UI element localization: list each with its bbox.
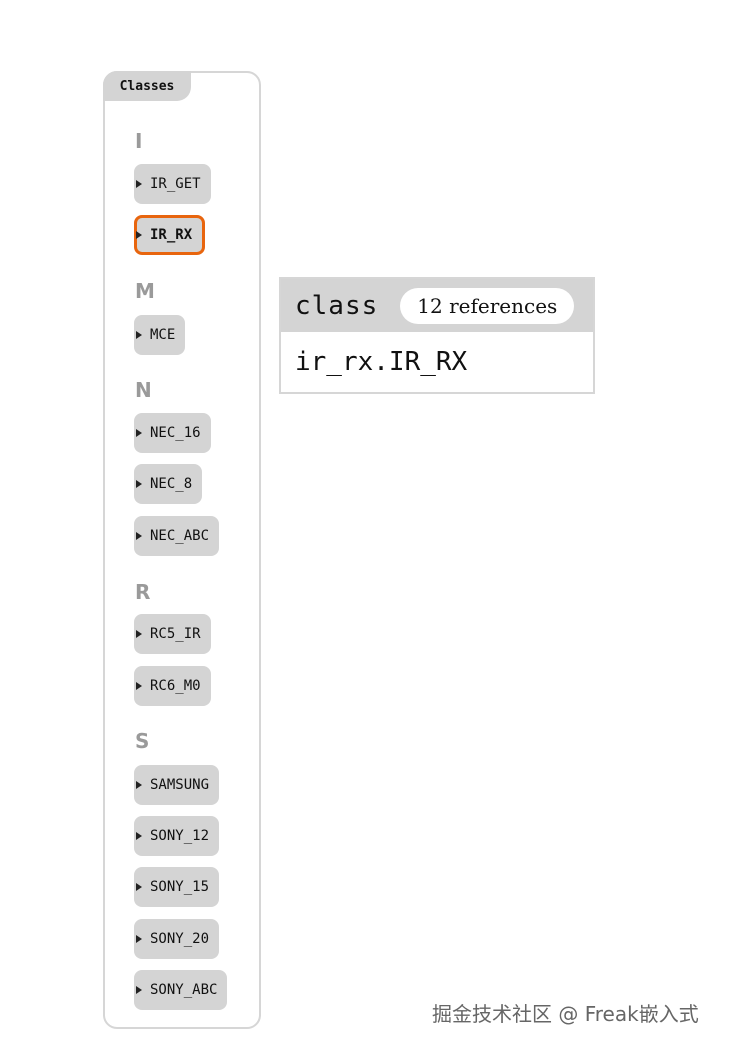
class-item-rc6-m0[interactable]: RC6_M0 — [134, 666, 211, 706]
references-badge[interactable]: 12 references — [400, 287, 575, 324]
class-item-label: SONY_ABC — [150, 982, 218, 998]
class-item-label: RC6_M0 — [150, 678, 201, 694]
classes-panel-title: Classes — [103, 71, 191, 101]
class-item-label: SONY_15 — [150, 879, 210, 895]
class-item-rc5-ir[interactable]: RC5_IR — [134, 614, 211, 654]
class-item-label: NEC_ABC — [150, 528, 210, 544]
class-item-nec-8[interactable]: NEC_8 — [134, 464, 203, 504]
expand-arrow-icon — [136, 986, 142, 994]
expand-arrow-icon — [136, 532, 142, 540]
class-item-label: MCE — [150, 327, 176, 343]
class-item-samsung[interactable]: SAMSUNG — [134, 765, 220, 805]
expand-arrow-icon — [136, 630, 142, 638]
class-detail-card: class 12 references ir_rx.IR_RX — [279, 277, 595, 394]
class-item-ir-rx[interactable]: IR_RX — [134, 215, 206, 255]
expand-arrow-icon — [136, 180, 142, 188]
group-letter-m: M — [135, 279, 155, 303]
expand-arrow-icon — [136, 682, 142, 690]
kind-label: class — [295, 290, 379, 321]
class-item-nec-16[interactable]: NEC_16 — [134, 413, 211, 453]
expand-arrow-icon — [136, 781, 142, 789]
expand-arrow-icon — [136, 331, 142, 339]
group-letter-s: S — [135, 729, 150, 753]
class-item-label: NEC_8 — [150, 476, 193, 492]
qualified-class-name: ir_rx.IR_RX — [295, 347, 468, 377]
classes-panel: Classes I IR_GET IR_RX M MCE N NEC_16 NE… — [103, 71, 261, 1029]
watermark: 掘金技术社区 @ Freak嵌入式 — [432, 1002, 699, 1026]
class-item-ir-get[interactable]: IR_GET — [134, 164, 211, 204]
class-item-nec-abc[interactable]: NEC_ABC — [134, 516, 220, 556]
class-detail-header: class 12 references — [281, 279, 593, 332]
class-item-label: SONY_20 — [150, 931, 210, 947]
class-item-sony-15[interactable]: SONY_15 — [134, 867, 220, 907]
class-item-label: IR_GET — [150, 176, 201, 192]
group-letter-n: N — [135, 378, 152, 402]
expand-arrow-icon — [136, 429, 142, 437]
expand-arrow-icon — [136, 832, 142, 840]
class-item-sony-20[interactable]: SONY_20 — [134, 919, 220, 959]
group-letter-i: I — [135, 129, 143, 153]
class-item-label: RC5_IR — [150, 626, 201, 642]
class-item-label: SAMSUNG — [150, 777, 210, 793]
class-item-label: SONY_12 — [150, 828, 210, 844]
expand-arrow-icon — [136, 231, 142, 239]
class-item-mce[interactable]: MCE — [134, 315, 186, 355]
expand-arrow-icon — [136, 480, 142, 488]
group-letter-r: R — [135, 580, 151, 604]
expand-arrow-icon — [136, 935, 142, 943]
class-item-label: NEC_16 — [150, 425, 201, 441]
expand-arrow-icon — [136, 883, 142, 891]
class-item-label: IR_RX — [150, 227, 193, 243]
class-item-sony-abc[interactable]: SONY_ABC — [134, 970, 228, 1010]
class-item-sony-12[interactable]: SONY_12 — [134, 816, 220, 856]
